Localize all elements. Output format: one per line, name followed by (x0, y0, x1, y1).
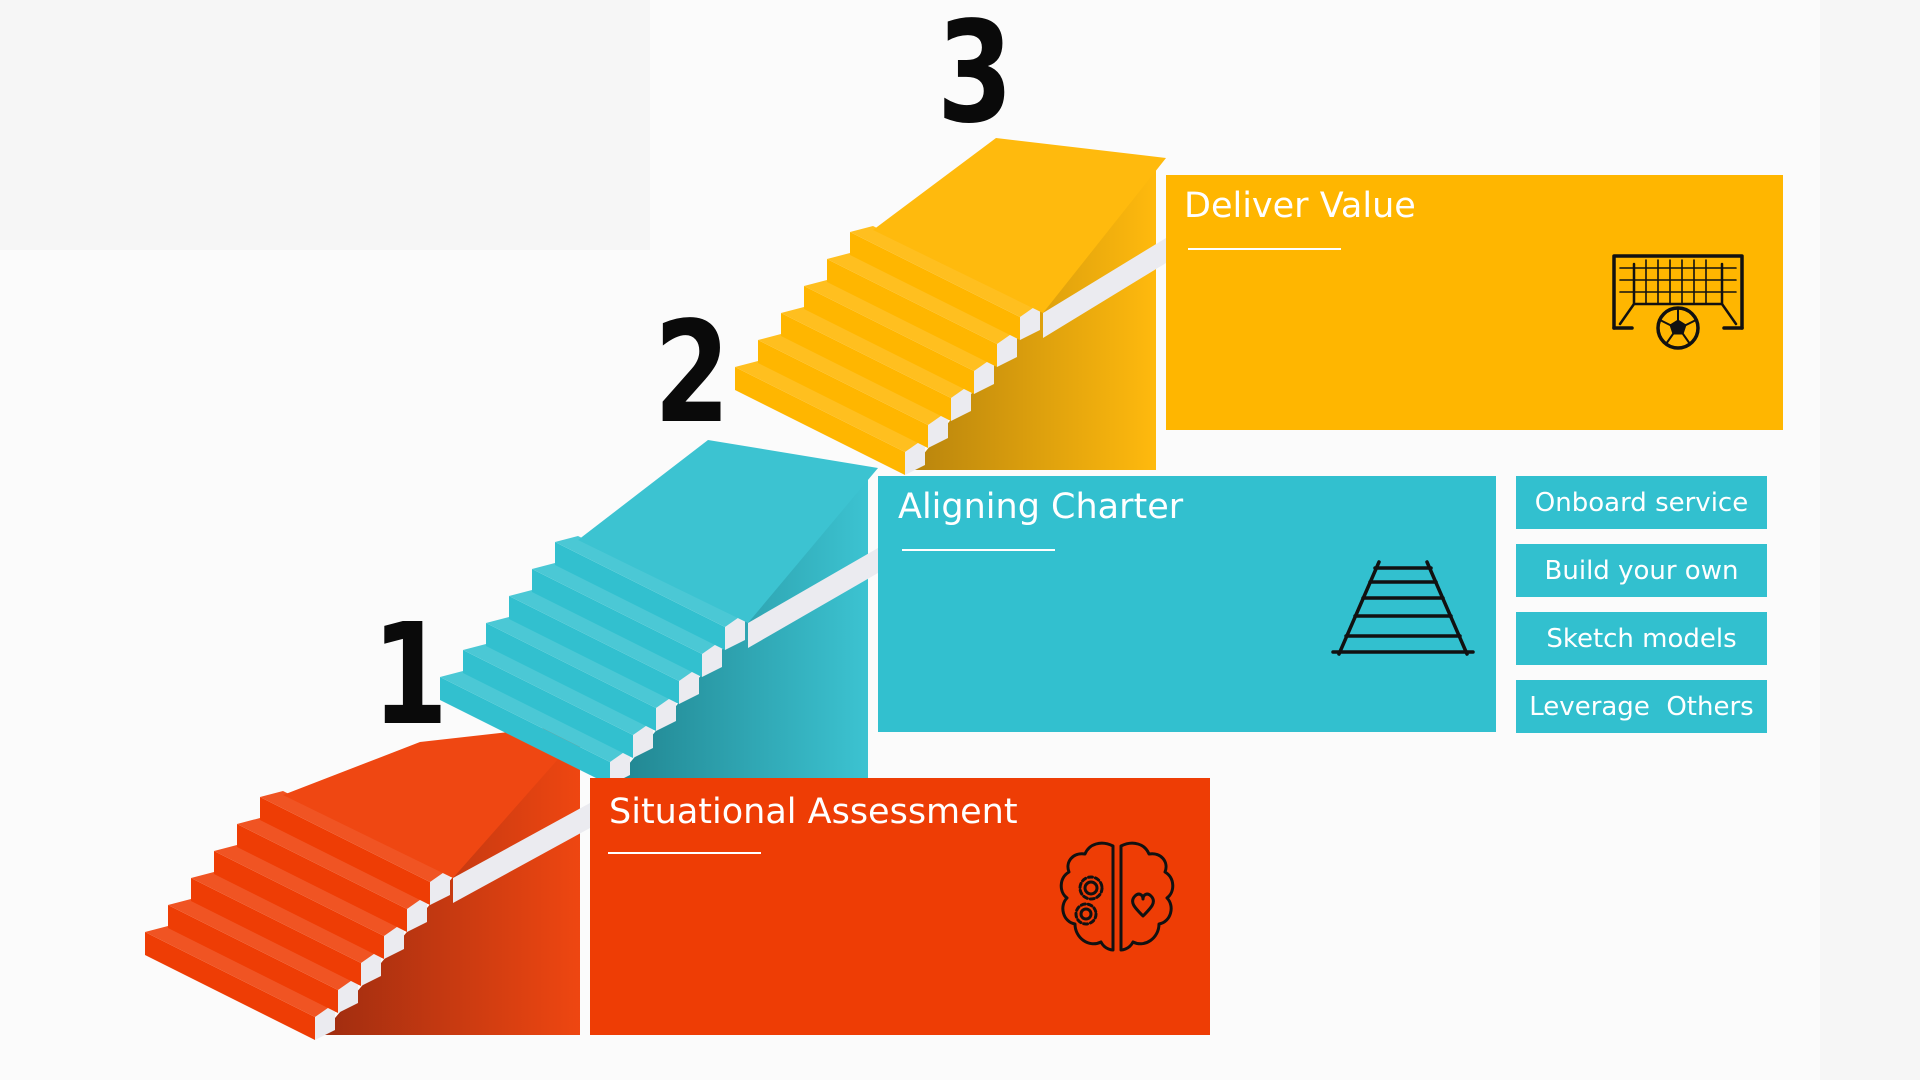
stair-tread-2-6 (555, 536, 748, 627)
stair-tread-3-6 (850, 226, 1043, 317)
stair-tread-1-4 (214, 845, 407, 936)
panel-title: Situational Assessment (609, 792, 1018, 832)
stair-riser-1-6 (260, 797, 430, 905)
title-underline (608, 852, 761, 854)
step-number-3: 3 (937, 0, 1013, 155)
stair-riser-1-2 (168, 905, 338, 1013)
stair-tread-2-3 (486, 617, 679, 708)
stair-landing-edge-3 (1043, 238, 1166, 338)
option-build-your-own-button[interactable]: Build your own (1516, 544, 1767, 597)
stair-side-1-6 (430, 868, 450, 905)
stair-tread-1-3 (191, 872, 384, 963)
stair-riser-2-1 (440, 677, 610, 785)
stair-riser-3-3 (781, 313, 951, 421)
stair-side-2-4 (679, 667, 699, 704)
stair-tread-1-1 (145, 926, 338, 1017)
stair-tread-3-1 (735, 361, 928, 452)
step-number-2: 2 (654, 292, 730, 455)
title-underline (902, 549, 1055, 551)
stair-side-3-5 (997, 330, 1017, 367)
stair-riser-2-5 (532, 569, 702, 677)
stair-side-2-6 (725, 613, 745, 650)
title-underline (1188, 248, 1341, 250)
stair-tread-2-2 (463, 644, 656, 735)
stair-tread-3-5 (827, 253, 1020, 344)
stair-side-3-1 (905, 438, 925, 475)
stair-side-1-1 (315, 1003, 335, 1040)
stair-side-2-5 (702, 640, 722, 677)
stair-side-1-2 (338, 976, 358, 1013)
stair-tread-3-4 (804, 280, 997, 371)
option-sketch-models-button[interactable]: Sketch models (1516, 612, 1767, 665)
stair-riser-3-1 (735, 367, 905, 475)
stair-side-2-2 (633, 721, 653, 758)
stair-tread-2-4 (509, 590, 702, 681)
option-leverage-others-button[interactable]: Leverage Others (1516, 680, 1767, 733)
stair-riser-2-4 (509, 596, 679, 704)
stair-tread-1-2 (168, 899, 361, 990)
stair-side-3-6 (1020, 303, 1040, 340)
stair-landing-3 (873, 138, 1166, 313)
stair-landing-1 (283, 723, 590, 878)
stair-tread-3-2 (758, 334, 951, 425)
stair-tread-1-5 (237, 818, 430, 909)
stair-riser-1-4 (214, 851, 384, 959)
stair-riser-1-3 (191, 878, 361, 986)
panel-deliver-value: Deliver Value (1166, 175, 1783, 430)
panel-aligning-charter: Aligning Charter (878, 476, 1496, 732)
stair-riser-1-1 (145, 932, 315, 1040)
stair-landing-2 (578, 440, 878, 623)
stair-side-2-3 (656, 694, 676, 731)
stair-riser-1-5 (237, 824, 407, 932)
stair-riser-3-4 (804, 286, 974, 394)
stair-riser-2-2 (463, 650, 633, 758)
step-number-1: 1 (372, 594, 448, 757)
stair-landing-edge-1 (453, 803, 590, 903)
stair-riser-3-5 (827, 259, 997, 367)
panel-title: Aligning Charter (898, 487, 1184, 527)
stair-side-3-3 (951, 384, 971, 421)
soccer-goal-icon (1612, 254, 1744, 350)
stair-side-3-2 (928, 411, 948, 448)
stair-landing-edge-2 (748, 548, 878, 648)
panel-situational-assessment: Situational Assessment (590, 778, 1210, 1035)
stair-tread-1-6 (260, 791, 453, 882)
stair-tread-2-5 (532, 563, 725, 654)
stair-side-1-4 (384, 922, 404, 959)
stair-side-3-4 (974, 357, 994, 394)
stair-side-1-5 (407, 895, 427, 932)
stair-side-2-1 (610, 748, 630, 785)
stair-tread-3-3 (781, 307, 974, 398)
brain-icon (1059, 841, 1175, 952)
option-onboard-service-button[interactable]: Onboard service (1516, 476, 1767, 529)
stair-riser-2-6 (555, 542, 725, 650)
stair-riser-3-2 (758, 340, 928, 448)
panel-title: Deliver Value (1184, 186, 1416, 226)
stair-riser-3-6 (850, 232, 1020, 340)
stair-side-1-3 (361, 949, 381, 986)
stair-tread-2-1 (440, 671, 633, 762)
rail-track-icon (1331, 560, 1475, 656)
stair-riser-2-3 (486, 623, 656, 731)
